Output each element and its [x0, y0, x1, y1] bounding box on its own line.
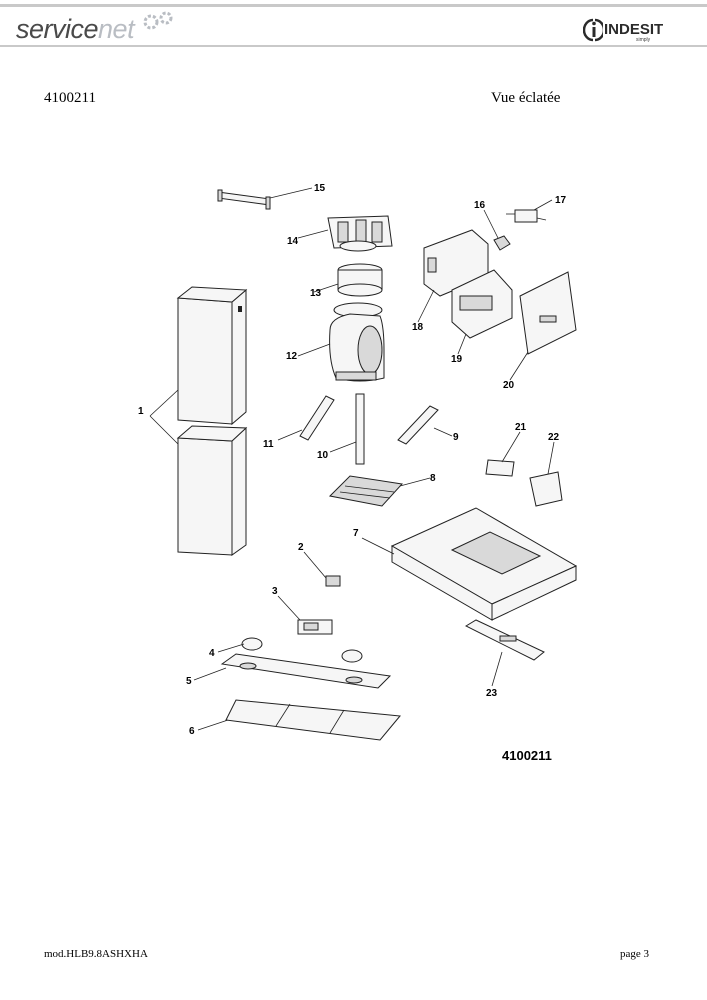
motor-block-14: [327, 215, 393, 252]
part-label-3: 3: [272, 586, 278, 597]
lamp-4: [241, 637, 363, 663]
header-bar: servicenet INDESIT simply: [0, 0, 707, 48]
part-label-22: 22: [548, 432, 560, 443]
panel-5: [220, 653, 392, 689]
header-rule-top: [0, 4, 707, 7]
header-rule-bottom: [0, 45, 707, 47]
part-label-14: 14: [287, 236, 299, 247]
control-panel-23: [464, 619, 545, 661]
part-label-11: 11: [263, 439, 274, 450]
part-label-6: 6: [189, 726, 195, 737]
switch-21: [485, 459, 515, 477]
part-label-9: 9: [453, 432, 459, 443]
part-label-21: 21: [515, 422, 527, 433]
part-label-23: 23: [486, 688, 498, 699]
capacitor-17: [506, 209, 547, 223]
part-label-1: 1: [138, 406, 144, 417]
transformer-22: [529, 471, 563, 507]
page-number: page 3: [620, 948, 650, 960]
part-label-17: 17: [555, 195, 567, 206]
electronic-module-19: [451, 269, 513, 339]
plate-20: [519, 271, 577, 355]
part-label-5: 5: [186, 676, 192, 687]
part-label-7: 7: [353, 528, 359, 539]
connector-2: [325, 575, 341, 587]
leader-lines: [149, 187, 555, 731]
clip-16: [493, 235, 511, 251]
part-label-13: 13: [310, 288, 322, 299]
rail-10: [355, 393, 365, 465]
rail-11: [299, 395, 335, 441]
view-title: Vue éclatée: [491, 90, 561, 106]
diagram-reference: 4100211: [502, 748, 552, 763]
part-label-16: 16: [474, 200, 486, 211]
part-label-19: 19: [451, 354, 463, 365]
part-label-20: 20: [503, 380, 515, 391]
part-label-12: 12: [286, 351, 298, 362]
blower-12: [329, 302, 385, 382]
model-number: mod.HLB9.8ASHXHA: [44, 948, 148, 960]
part-label-8: 8: [430, 473, 436, 484]
part-label-4: 4: [209, 648, 215, 659]
indesit-logo-icon: [583, 18, 603, 42]
brand-tagline: simply: [636, 37, 651, 43]
chimney-cover: [176, 286, 248, 556]
bracket-15: [217, 189, 271, 210]
brand-name: INDESIT: [604, 21, 664, 38]
servicenet-logo: servicenet: [16, 14, 135, 44]
switch-block-3: [297, 619, 333, 635]
part-label-15: 15: [314, 183, 326, 194]
gear-icon: [143, 11, 173, 30]
part-labels: 1 2 3 4 5 6 7 8 9 10 11 12 13 14 15 16 1…: [138, 183, 567, 737]
filter-8: [328, 475, 403, 507]
part-label-18: 18: [412, 322, 424, 333]
hood-body-7: [390, 507, 578, 621]
part-label-10: 10: [317, 450, 329, 461]
document-number: 4100211: [44, 90, 96, 106]
grease-filters-6: [225, 699, 401, 741]
part-label-2: 2: [298, 542, 304, 553]
ring-13: [337, 263, 383, 297]
rail-9: [397, 405, 439, 445]
